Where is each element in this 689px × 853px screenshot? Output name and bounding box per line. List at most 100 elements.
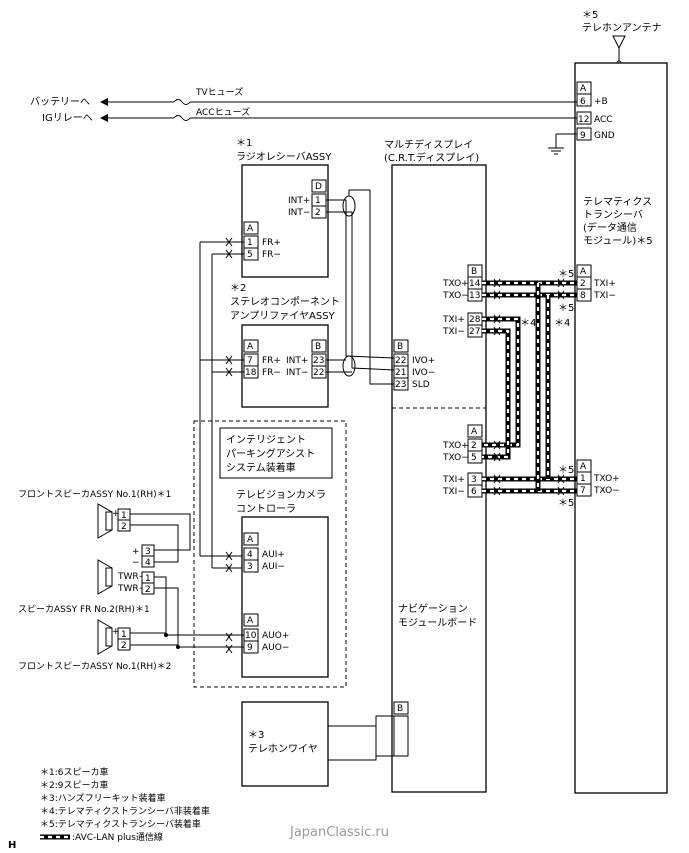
multi-display: マルチディスプレイ (C.R.T.ディスプレイ) B 22 21 2 3 IVO+… xyxy=(384,138,487,793)
telematics-pin: 6 xyxy=(580,97,586,107)
display-signal: IVO+ xyxy=(412,356,435,366)
camera-controller: テレビジョンカメラ コントローラ A 4 3 AUI+ AUI− A 10 9 … xyxy=(236,489,329,678)
telematics-name: (データ通信 xyxy=(583,221,637,234)
speaker-icon xyxy=(97,619,113,655)
navi-pin: 5 xyxy=(471,453,477,463)
speaker-polarity: + xyxy=(112,627,120,637)
speaker-pin: 2 xyxy=(145,585,151,595)
radio-note: ＊1 xyxy=(236,138,252,149)
speaker-icon xyxy=(97,559,113,595)
telematics-signal: TXO− xyxy=(593,486,620,496)
radio-signal: FR− xyxy=(262,250,281,260)
telematics-signal: TXI+ xyxy=(593,279,616,289)
speaker-label: フロントスピーカASSY No.1(RH)＊1 xyxy=(18,489,171,500)
telematics-pin: 9 xyxy=(580,131,586,141)
amp-pin: 18 xyxy=(245,368,257,378)
power-feeds: バッテリーへ IGリレーへ TVヒューズ ACCヒューズ xyxy=(30,86,577,155)
amp-name: アンプリファイヤASSY xyxy=(230,310,336,322)
amp-note: ＊2 xyxy=(230,283,246,294)
condition-mark: ＊5 xyxy=(558,465,574,476)
stereo-amplifier: ＊2 ステレオコンポーネント アンプリファイヤASSY A 7 18 FR+ F… xyxy=(230,283,340,408)
radio-pin: 1 xyxy=(315,196,321,206)
navi-signal: TXO+ xyxy=(442,279,469,289)
display-signal: SLD xyxy=(412,380,430,390)
telematics-pin: 12 xyxy=(578,115,589,125)
telwire-note: ＊3 xyxy=(248,730,264,741)
speaker-polarity: − xyxy=(132,558,140,568)
camera-conn-a2: A xyxy=(247,616,254,626)
radio-name: ラジオレシーバASSY xyxy=(236,151,332,163)
speaker-pin: 4 xyxy=(145,558,151,568)
telematics-name: モジュール)＊5 xyxy=(583,236,653,247)
legend: ＊1:6スピーカ車 ＊2:9スピーカ車 ＊3:ハンズフリーキット装着車 ＊4:テ… xyxy=(40,766,210,843)
radio-signal: FR+ xyxy=(262,238,281,248)
speakers: フロントスピーカASSY No.1(RH)＊1 スピーカASSY FR No.2… xyxy=(18,489,244,672)
radio-conn-d: D xyxy=(315,182,322,192)
legend-item: ＊2:9スピーカ車 xyxy=(40,779,109,791)
display-name: マルチディスプレイ xyxy=(384,138,473,151)
navi-conn-a: A xyxy=(471,427,478,437)
speaker-pin: 3 xyxy=(145,547,151,557)
display-pin: 22 xyxy=(395,356,406,366)
navi-pin: 27 xyxy=(469,327,480,337)
speaker-pin: 1 xyxy=(145,574,151,584)
navi-signal: TXI− xyxy=(442,487,465,497)
telematics-name: トランシーバ xyxy=(583,209,643,221)
telematics-signal: GND xyxy=(594,131,615,141)
navi-pin: 6 xyxy=(471,487,477,497)
amp-pin: 23 xyxy=(313,356,324,366)
navi-pin: 3 xyxy=(471,475,477,485)
camera-pin: 9 xyxy=(247,643,253,653)
camera-conn-a1: A xyxy=(247,535,254,545)
telematics-pin: 1 xyxy=(580,474,586,484)
telematics-transceiver: A 6 12 9 +B ACC GND テレマティクス トランシーバ (データ通… xyxy=(574,62,668,794)
camera-name: テレビジョンカメラ xyxy=(236,489,326,501)
ipa-region xyxy=(193,420,347,688)
camera-name: コントローラ xyxy=(236,503,296,515)
telwire-name: テレホンワイヤ xyxy=(248,743,318,755)
navi-pin: 28 xyxy=(469,315,481,325)
navi-conn-b1: B xyxy=(471,267,477,277)
navi-pin: 13 xyxy=(469,291,480,301)
amp-signal: FR− xyxy=(262,368,281,378)
legend-item: ＊5:テレマティクストランシーバ装着車 xyxy=(40,818,201,830)
condition-mark: ＊5 xyxy=(558,303,574,314)
avc-lan-lines: ＊5 ＊5 ＊4 ＊4 ＊5 ＊5 xyxy=(482,269,577,509)
camera-signal: AUI+ xyxy=(262,550,285,560)
camera-pin: 3 xyxy=(247,562,253,572)
antenna-note: ＊5 xyxy=(582,10,598,21)
int-audio-wiring xyxy=(326,189,395,385)
antenna-label: テレホンアンテナ xyxy=(582,22,662,34)
feed-dest: IGリレーへ xyxy=(42,113,93,124)
display-conn-b: B xyxy=(397,342,403,352)
fuse-label: ACCヒューズ xyxy=(196,106,250,118)
speaker-polarity: TWR− xyxy=(117,584,146,594)
telematics-conn-a3: A xyxy=(580,462,587,472)
fr-audio-wiring xyxy=(199,237,244,654)
radio-signal: INT+ xyxy=(288,196,310,206)
page-letter: H xyxy=(8,840,16,851)
navi-pin: 2 xyxy=(471,441,477,451)
navi-signal: TXI+ xyxy=(442,315,465,325)
ipa-label: パーキングアシスト xyxy=(226,447,315,460)
navi-pin: 14 xyxy=(469,279,481,289)
speaker-pin: 2 xyxy=(121,641,127,651)
navi-name: ナビゲーション xyxy=(398,603,468,615)
speaker-pin: 2 xyxy=(121,522,127,532)
telematics-name: テレマティクス xyxy=(583,196,652,208)
fuse-label: TVヒューズ xyxy=(195,86,243,98)
telematics-signal: +B xyxy=(594,97,608,107)
radio-pin: 1 xyxy=(247,238,253,248)
camera-signal: AUO− xyxy=(262,643,289,653)
radio-pin: 5 xyxy=(247,250,253,260)
camera-pin: 10 xyxy=(245,631,257,641)
navi-signal: TXO− xyxy=(442,453,469,463)
condition-mark: ＊5 xyxy=(558,269,574,280)
amp-signal: INT+ xyxy=(286,356,308,366)
navi-signal: TXI− xyxy=(442,327,465,337)
display-pin: 21 xyxy=(395,368,406,378)
display-name: (C.R.T.ディスプレイ) xyxy=(384,151,479,164)
condition-mark: ＊5 xyxy=(558,498,574,509)
speaker-label: スピーカASSY FR No.2(RH)＊1 xyxy=(18,604,150,615)
radio-conn-a: A xyxy=(247,224,254,234)
